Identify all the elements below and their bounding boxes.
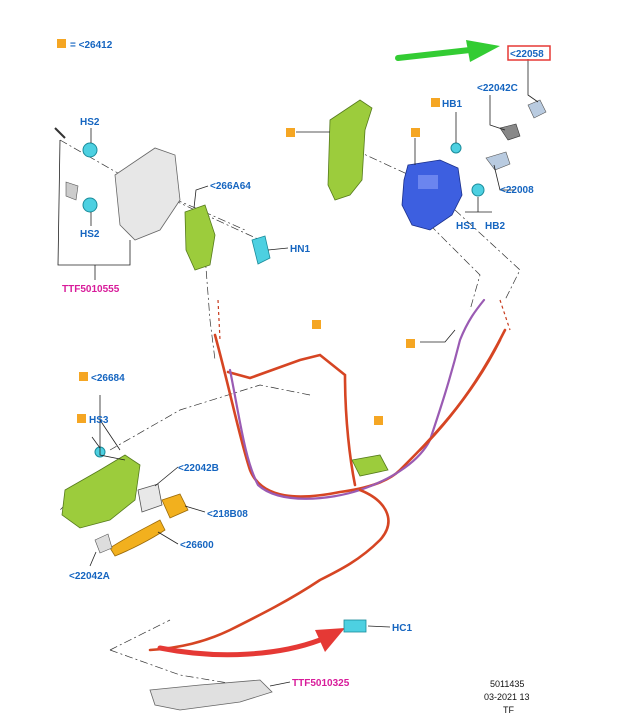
label-hn1: HN1 [290, 244, 310, 255]
label-26600: <26600 [180, 540, 214, 551]
clip-hc1-icon [343, 619, 367, 633]
orange-markers [77, 98, 440, 425]
handle-bracket-part [114, 147, 181, 241]
middle-parts [149, 454, 389, 711]
legend: = <26412 [57, 39, 113, 51]
bezel-22042b-part [137, 483, 163, 513]
screw-hs2-bottom-icon [82, 197, 98, 213]
marker-square-icon [312, 320, 321, 329]
legend-square-icon [57, 39, 66, 48]
label-22058: <22058 [510, 49, 544, 60]
bezel-22042a-part [94, 533, 113, 554]
label-ttf5010555: TTF5010555 [62, 284, 120, 295]
marker-square-icon [431, 98, 440, 107]
clip-22058-part [527, 99, 547, 119]
bolt-hs1-icon [471, 183, 485, 197]
legend-text: = <26412 [70, 40, 113, 51]
nut-hn1-icon [251, 235, 271, 265]
marker-square-icon [77, 414, 86, 423]
cable-clip-part [351, 454, 389, 477]
red-arrow-icon [157, 637, 323, 658]
actuator-266a64-part [184, 204, 216, 271]
label-22042c: <22042C [477, 83, 518, 94]
bolt-hb1-icon [450, 142, 462, 154]
green-arrow-icon [395, 47, 473, 61]
label-hs2-bottom: HS2 [80, 229, 100, 240]
latch-detail [418, 175, 438, 189]
label-218b08: <218B08 [207, 509, 248, 520]
red-arrow-head-icon [315, 628, 345, 652]
tool-ttf5010325-part [149, 679, 273, 711]
inside-handle-assembly [61, 446, 189, 557]
callout-labels: <22058 <22042C HB1 <22008 HS1 HB2 HS2 HS… [62, 45, 551, 689]
label-hs1: HS1 [456, 221, 476, 232]
inside-handle-bracket-part [61, 454, 141, 529]
footer-line-1: 5011435 [490, 679, 524, 689]
marker-square-icon [411, 128, 420, 137]
label-hc1: HC1 [392, 623, 412, 634]
label-22042a: <22042A [69, 571, 110, 582]
handle-bracket-assembly [54, 127, 271, 271]
label-hs3: HS3 [89, 415, 109, 426]
cap-218b08-part [161, 493, 189, 519]
footer-line-2: 03-2021 13 [484, 692, 530, 702]
handle-26600-part [109, 519, 166, 557]
diagram-footer: 5011435 03-2021 13 TF [484, 679, 530, 715]
label-ttf5010325: TTF5010325 [292, 678, 350, 689]
clip-part [65, 181, 79, 201]
bracket-22008-part [485, 151, 511, 171]
leader-lines [57, 59, 539, 687]
label-22042b: <22042B [178, 463, 219, 474]
latch-assembly [327, 99, 547, 231]
label-26684: <26684 [91, 373, 125, 384]
tool-ttf-part [54, 127, 66, 139]
door-latch-part [401, 159, 463, 231]
indicator-arrows [157, 40, 500, 658]
clip-22042c-part [499, 123, 521, 141]
marker-square-icon [374, 416, 383, 425]
highlight-box [507, 45, 551, 61]
marker-square-icon [79, 372, 88, 381]
label-hb1: HB1 [442, 99, 462, 110]
label-266a64: <266A64 [210, 181, 251, 192]
footer-line-3: TF [503, 705, 514, 715]
label-22008: <22008 [500, 185, 534, 196]
green-arrow-head-icon [466, 40, 500, 62]
marker-square-icon [406, 339, 415, 348]
weather-shield-part [327, 99, 373, 201]
cables [148, 298, 511, 652]
screw-hs2-top-icon [82, 142, 98, 158]
marker-square-icon [286, 128, 295, 137]
label-hb2: HB2 [485, 221, 505, 232]
label-hs2-top: HS2 [80, 117, 100, 128]
